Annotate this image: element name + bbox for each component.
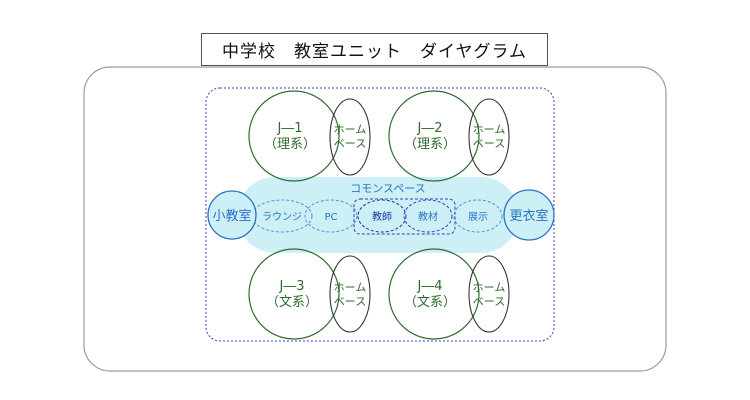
home-base-j2 (468, 98, 510, 176)
teacher-zone (357, 199, 407, 233)
home-base-j2-line1: ホーム (473, 123, 506, 136)
pc-zone (304, 199, 358, 233)
changing-room-label: 更衣室 (509, 208, 548, 224)
outer-frame (83, 66, 667, 372)
classroom-j3-type: （文系） (266, 295, 318, 310)
classroom-j3-circle (248, 248, 340, 340)
materials-label: 教材 (418, 210, 438, 223)
home-base-j3-line1: ホーム (334, 281, 367, 294)
exhibit-zone (453, 199, 503, 233)
small-classroom-label: 小教室 (212, 208, 251, 224)
classroom-j4-type: （文系） (404, 295, 456, 310)
classroom-j1-circle (248, 90, 340, 182)
exhibit-label: 展示 (468, 211, 488, 223)
classroom-j4-name: J―4 (416, 279, 442, 294)
staff-group-box (353, 198, 456, 235)
classroom-j3-name: J―3 (278, 279, 304, 294)
small-classroom-circle (207, 190, 257, 240)
lounge-zone (251, 199, 313, 233)
materials-zone (403, 199, 453, 233)
classroom-j2-type: （理系） (404, 137, 456, 152)
pc-label: PC (324, 212, 337, 223)
home-base-j3-line2: ベース (334, 295, 366, 308)
home-base-j4-line2: ベース (473, 295, 505, 308)
classroom-j1-type: （理系） (264, 137, 316, 152)
classroom-j2-circle (388, 90, 480, 182)
lounge-label: ラウンジ (262, 211, 302, 223)
home-base-j4-line1: ホーム (473, 281, 506, 294)
home-base-j2-line2: ベース (473, 137, 505, 150)
home-base-j3 (329, 255, 371, 333)
home-base-j1-line2: ベース (334, 137, 366, 150)
unit-boundary (205, 87, 555, 342)
classroom-j2-name: J―2 (416, 121, 442, 136)
classroom-j4-circle (388, 248, 480, 340)
common-space-label: コモンスペース (350, 182, 425, 195)
home-base-j1 (329, 98, 371, 176)
changing-room-circle (503, 189, 555, 241)
diagram-title: 中学校 教室ユニット ダイヤグラム (201, 33, 548, 66)
home-base-j4 (468, 255, 510, 333)
classroom-j1-name: J―1 (276, 121, 302, 136)
home-base-j1-line1: ホーム (334, 123, 367, 136)
teacher-label: 教師 (372, 210, 392, 223)
